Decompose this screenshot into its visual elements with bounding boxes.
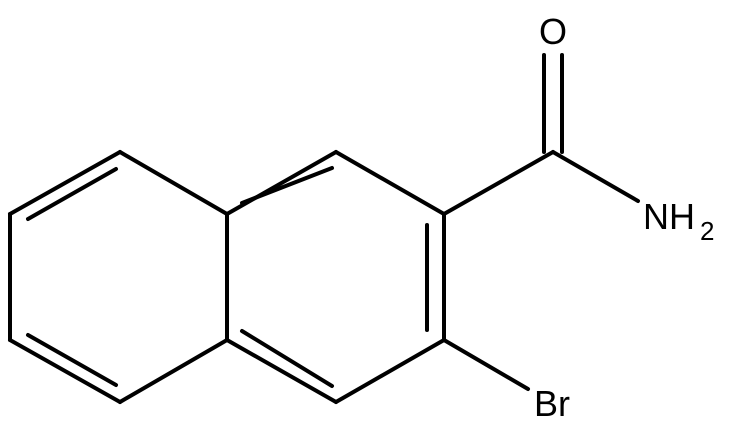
bond-inner-c4-c5 bbox=[26, 333, 118, 387]
bonds bbox=[8, 53, 640, 404]
bond-c-n bbox=[551, 150, 640, 203]
bond-c4-c5 bbox=[8, 338, 122, 404]
bond-c1-c2 bbox=[118, 150, 229, 216]
amine-label: NH bbox=[643, 196, 695, 237]
oxygen-label: O bbox=[539, 11, 567, 52]
bond-c9-c10 bbox=[334, 338, 446, 404]
bond-c7-c8 bbox=[334, 150, 446, 216]
bond-inner-c6-c1 bbox=[26, 167, 118, 221]
bond-c6-c1 bbox=[8, 150, 122, 216]
bond-c9-br bbox=[442, 338, 530, 391]
atom-labels: O NH 2 Br bbox=[534, 11, 714, 424]
bond-inner-c2-c7 bbox=[240, 166, 334, 205]
amine-subscript: 2 bbox=[700, 216, 714, 246]
bond-c10-c3 bbox=[225, 338, 338, 404]
bond-c8-carbonyl bbox=[442, 150, 555, 216]
bond-c2-c7 bbox=[225, 150, 338, 216]
bond-c3-c4 bbox=[118, 338, 229, 404]
bromine-label: Br bbox=[534, 383, 570, 424]
bond-inner-c10-c3 bbox=[240, 329, 334, 388]
